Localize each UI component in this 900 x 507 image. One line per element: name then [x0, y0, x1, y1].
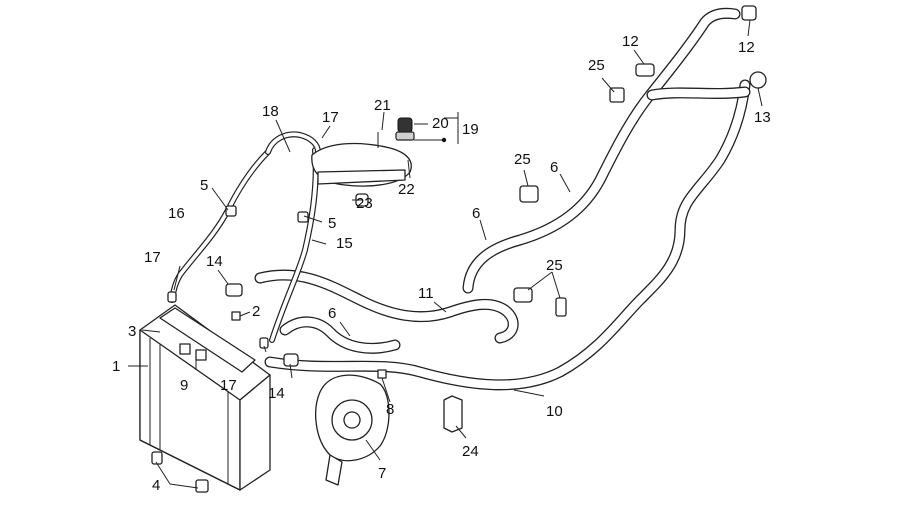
- callout-9: 9: [180, 377, 188, 394]
- callout-3: 3: [128, 323, 136, 340]
- callout-6a: 6: [328, 305, 336, 322]
- callout-21: 21: [374, 97, 391, 114]
- small-parts: [151, 5, 767, 493]
- hose-upper: [462, 7, 741, 294]
- block-24: [443, 395, 463, 433]
- callout-11: 11: [418, 285, 434, 302]
- callout-2: 2: [252, 303, 260, 320]
- callout-24: 24: [462, 443, 479, 460]
- callout-labels: 1 2 3 4 5 5 6 6 6 7 8 9 10 11 12 12 13 1…: [112, 33, 771, 494]
- callout-6b: 6: [472, 205, 480, 222]
- callout-7: 7: [378, 465, 386, 482]
- callout-4: 4: [152, 477, 160, 494]
- callout-16: 16: [168, 205, 185, 222]
- callout-17b: 17: [220, 377, 237, 394]
- callout-5b: 5: [328, 215, 336, 232]
- hose-10: [264, 79, 751, 391]
- callout-19: 19: [462, 121, 479, 138]
- callout-20: 20: [432, 115, 449, 132]
- hose-crossover: [646, 86, 751, 101]
- radiator: [139, 304, 271, 491]
- callout-25c: 25: [546, 257, 563, 274]
- callout-1: 1: [112, 358, 120, 375]
- callout-17a: 17: [144, 249, 161, 266]
- callout-6c: 6: [550, 159, 558, 176]
- callout-10: 10: [546, 403, 563, 420]
- callout-15: 15: [336, 235, 353, 252]
- callout-12b: 12: [738, 39, 755, 56]
- hose-18: [265, 131, 321, 155]
- callout-25a: 25: [588, 57, 605, 74]
- callout-25b: 25: [514, 151, 531, 168]
- hose-15: [269, 147, 319, 343]
- callout-22: 22: [398, 181, 415, 198]
- hose-lower-connector: [279, 316, 401, 354]
- leader-lines: [128, 19, 763, 489]
- callout-14b: 14: [268, 385, 285, 402]
- callout-23: 23: [356, 195, 373, 212]
- expansion-tank: [311, 117, 415, 187]
- callout-17c: 17: [322, 109, 339, 126]
- callout-8: 8: [386, 401, 394, 418]
- hose-16: [169, 149, 271, 303]
- callout-12a: 12: [622, 33, 639, 50]
- callout-5a: 5: [200, 177, 208, 194]
- callout-18: 18: [262, 103, 279, 120]
- callout-13: 13: [754, 109, 771, 126]
- cooling-fan: [315, 374, 390, 486]
- hose-11: [254, 269, 519, 344]
- callout-14a: 14: [206, 253, 223, 270]
